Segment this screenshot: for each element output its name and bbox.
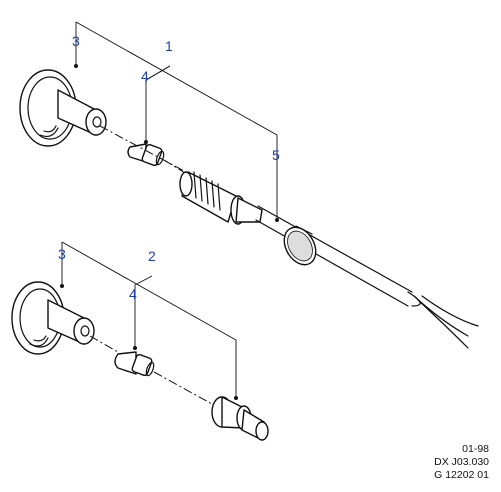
reference-date: 01-98 — [462, 443, 489, 455]
reference-doc-number: DX J03.030 — [434, 456, 489, 468]
callout-numbers: 3 1 4 5 3 2 4 — [58, 33, 280, 302]
callout-4-upper: 4 — [141, 68, 149, 84]
leader-lines-upper — [74, 21, 279, 222]
callout-2: 2 — [148, 248, 156, 264]
lamp-socket-flange-lower — [11, 281, 95, 355]
callout-3-lower: 3 — [58, 246, 66, 262]
callout-4-lower: 4 — [129, 286, 137, 302]
bulb-lower — [114, 351, 155, 377]
lower-assembly — [11, 241, 269, 441]
wiring-cable — [255, 205, 479, 349]
callout-1: 1 — [165, 38, 173, 54]
leader-lines-lower — [60, 241, 238, 400]
cable-grommet — [283, 225, 317, 266]
lamp-socket-flange-upper — [19, 69, 107, 147]
upper-assembly — [19, 21, 479, 349]
bulb-upper — [127, 143, 165, 167]
wiring-connector — [179, 171, 263, 225]
reference-figure-code: G 12202 01 — [434, 469, 489, 481]
bulb-holder — [211, 396, 269, 441]
callout-5: 5 — [272, 147, 280, 163]
callout-3-upper: 3 — [72, 33, 80, 49]
